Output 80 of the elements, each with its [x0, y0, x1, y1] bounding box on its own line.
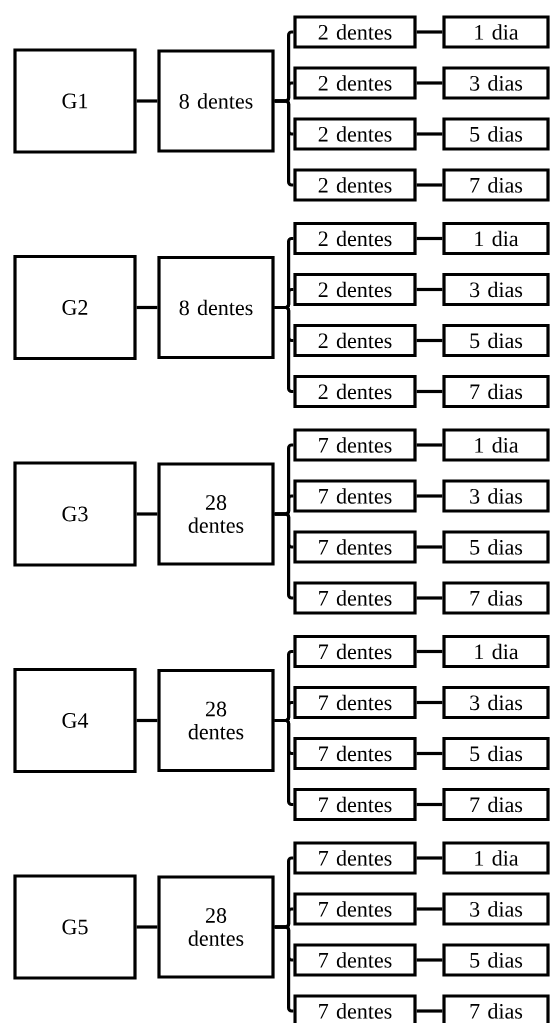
connector-line [416, 81, 443, 85]
days-box: 7 dias [442, 994, 550, 1023]
group-box: G5 [13, 874, 137, 980]
days-box: 3 dias [442, 892, 550, 926]
connector-line [416, 856, 443, 860]
days-box: 7 dias [442, 374, 550, 409]
days-box: 1 dia [442, 15, 550, 49]
connector-line [416, 545, 443, 549]
teeth-box: 7 dentes [293, 892, 417, 926]
days-box: 1 dia [442, 841, 550, 875]
days-box: 5 dias [442, 530, 550, 564]
connector-line [136, 925, 158, 929]
connector-line [136, 718, 158, 723]
days-box: 1 dia [442, 634, 550, 669]
group-box: G2 [13, 254, 137, 361]
group-box: G1 [13, 48, 137, 154]
connector-line [136, 512, 158, 516]
teeth-box: 7 dentes [293, 841, 417, 875]
group-box: G3 [13, 461, 137, 567]
count-box: 28 dentes [157, 668, 275, 773]
teeth-box: 7 dentes [293, 530, 417, 564]
connector-line [416, 287, 443, 292]
connector-line [416, 958, 443, 962]
teeth-box: 2 dentes [293, 374, 417, 409]
days-box: 5 dias [442, 943, 550, 977]
teeth-box: 7 dentes [293, 581, 417, 615]
teeth-box: 7 dentes [293, 787, 417, 822]
teeth-box: 2 dentes [293, 221, 417, 256]
days-box: 1 dia [442, 221, 550, 256]
count-box: 28 dentes [157, 462, 275, 566]
days-box: 1 dia [442, 428, 550, 462]
days-box: 7 dias [442, 168, 550, 202]
teeth-box: 7 dentes [293, 428, 417, 462]
teeth-box: 2 dentes [293, 15, 417, 49]
connector-line [136, 305, 158, 310]
days-box: 7 dias [442, 787, 550, 822]
days-box: 5 dias [442, 117, 550, 151]
connector-line [416, 494, 443, 498]
teeth-box: 7 dentes [293, 736, 417, 771]
teeth-box: 7 dentes [293, 479, 417, 513]
teeth-box: 7 dentes [293, 634, 417, 669]
count-box: 8 dentes [157, 49, 275, 153]
connector-line [416, 236, 443, 241]
days-box: 7 dias [442, 581, 550, 615]
group-box: G4 [13, 667, 137, 774]
connector-line [274, 925, 294, 1013]
connector-line [416, 751, 443, 756]
connector-line [416, 1009, 443, 1013]
teeth-box: 2 dentes [293, 168, 417, 202]
days-box: 3 dias [442, 272, 550, 307]
connector-line [416, 132, 443, 136]
connector-line [274, 305, 294, 394]
teeth-box: 2 dentes [293, 66, 417, 100]
teeth-box: 2 dentes [293, 117, 417, 151]
connector-line [416, 183, 443, 187]
days-box: 3 dias [442, 66, 550, 100]
connector-line [416, 700, 443, 705]
connector-line [416, 338, 443, 343]
connector-line [274, 512, 294, 600]
connector-line [416, 30, 443, 34]
teeth-box: 2 dentes [293, 323, 417, 358]
count-box: 8 dentes [157, 255, 275, 360]
days-box: 3 dias [442, 685, 550, 720]
days-box: 5 dias [442, 736, 550, 771]
teeth-box: 7 dentes [293, 685, 417, 720]
days-box: 5 dias [442, 323, 550, 358]
connector-line [274, 99, 294, 187]
days-box: 3 dias [442, 479, 550, 513]
connector-line [274, 718, 294, 807]
teeth-box: 7 dentes [293, 943, 417, 977]
teeth-box: 2 dentes [293, 272, 417, 307]
teeth-box: 7 dentes [293, 994, 417, 1023]
count-box: 28 dentes [157, 875, 275, 979]
connector-line [416, 596, 443, 600]
connector-line [416, 907, 443, 911]
connector-line [416, 443, 443, 447]
connector-line [416, 389, 443, 394]
connector-line [136, 99, 158, 103]
connector-line [416, 802, 443, 807]
connector-line [416, 649, 443, 654]
